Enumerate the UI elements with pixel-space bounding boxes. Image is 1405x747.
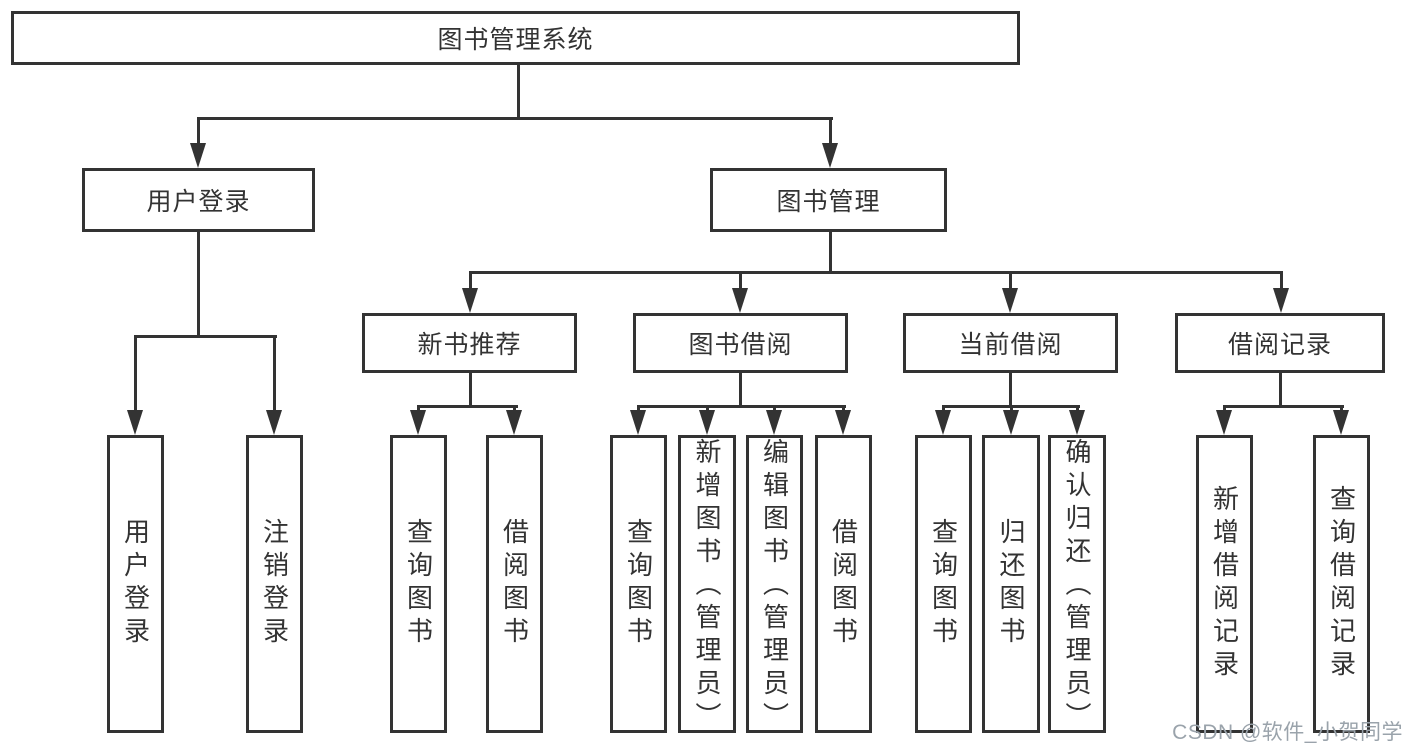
connector-current-stem [1009, 371, 1012, 408]
node-current-borrow: 当前借阅 [903, 313, 1118, 373]
leaf-br-add-record: 新增借阅记录 [1196, 435, 1253, 733]
arrowhead-down-icon [1069, 410, 1085, 435]
connector-newbook-stem [469, 371, 472, 408]
connector-drop [197, 117, 200, 145]
arrowhead-down-icon [266, 410, 282, 435]
arrowhead-down-icon [766, 410, 782, 435]
node-root: 图书管理系统 [11, 11, 1020, 65]
connector-records-splitter [1223, 405, 1344, 408]
arrowhead-down-icon [506, 410, 522, 435]
leaf-cb-return-book: 归还图书 [982, 435, 1040, 733]
leaf-bb-borrow-book: 借阅图书 [815, 435, 872, 733]
arrowhead-down-icon [462, 288, 478, 313]
arrowhead-down-icon [1002, 288, 1018, 313]
connector-drop [1009, 271, 1012, 291]
connector-drop [469, 271, 472, 291]
connector-root-stem [517, 64, 520, 119]
node-user-login: 用户登录 [82, 168, 315, 232]
connector-drop [829, 117, 832, 145]
arrowhead-down-icon [822, 143, 838, 168]
connector-bookmgmt-stem [829, 230, 832, 274]
leaf-cb-query-book: 查询图书 [915, 435, 972, 733]
leaf-bb-add-book-admin: 新增图书（管理员） [678, 435, 736, 735]
connector-borrow-splitter [637, 405, 846, 408]
connector-userlogin-splitter [134, 335, 277, 338]
connector-bookmgmt-splitter [469, 271, 1283, 274]
leaf-nb-query-book: 查询图书 [390, 435, 447, 733]
leaf-logout: 注销登录 [246, 435, 303, 733]
connector-newbook-splitter [417, 405, 518, 408]
connector-drop [134, 335, 137, 412]
arrowhead-down-icon [127, 410, 143, 435]
leaf-bb-edit-book-admin: 编辑图书（管理员） [746, 435, 803, 735]
leaf-user-login: 用户登录 [107, 435, 164, 733]
arrowhead-down-icon [935, 410, 951, 435]
leaf-cb-confirm-return-admin: 确认归还（管理员） [1048, 435, 1106, 735]
arrowhead-down-icon [1216, 410, 1232, 435]
connector-drop [273, 335, 276, 412]
csdn-watermark: CSDN @软件_小贺同学 [1172, 721, 1403, 744]
leaf-br-query-record: 查询借阅记录 [1313, 435, 1370, 733]
arrowhead-down-icon [1333, 410, 1349, 435]
node-borrow-records: 借阅记录 [1175, 313, 1385, 373]
node-book-borrow: 图书借阅 [633, 313, 848, 373]
connector-root-splitter [197, 117, 833, 120]
leaf-bb-query-book: 查询图书 [610, 435, 667, 733]
connector-drop [739, 271, 742, 291]
arrowhead-down-icon [630, 410, 646, 435]
node-new-book-recommend: 新书推荐 [362, 313, 577, 373]
arrowhead-down-icon [732, 288, 748, 313]
connector-userlogin-stem [197, 230, 200, 338]
connector-drop [1280, 271, 1283, 291]
arrowhead-down-icon [1003, 410, 1019, 435]
arrowhead-down-icon [835, 410, 851, 435]
arrowhead-down-icon [410, 410, 426, 435]
arrowhead-down-icon [699, 410, 715, 435]
arrowhead-down-icon [190, 143, 206, 168]
connector-borrow-stem [739, 371, 742, 408]
leaf-nb-borrow-book: 借阅图书 [486, 435, 543, 733]
node-book-management: 图书管理 [710, 168, 947, 232]
connector-records-stem [1279, 371, 1282, 408]
arrowhead-down-icon [1273, 288, 1289, 313]
